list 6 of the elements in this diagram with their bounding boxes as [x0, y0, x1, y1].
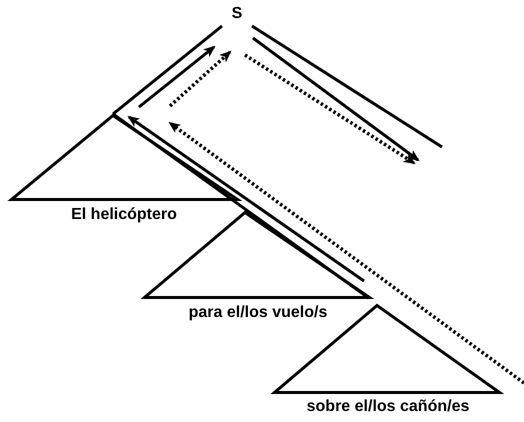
tree-branch	[112, 24, 223, 116]
phrase-label: sobre el/los cañón/es	[306, 397, 470, 417]
tree-branch	[251, 24, 443, 148]
phrase-label: El helicóptero	[71, 205, 177, 225]
phrase-label: para el/los vuelo/s	[188, 303, 328, 323]
node-label: S	[230, 4, 244, 24]
